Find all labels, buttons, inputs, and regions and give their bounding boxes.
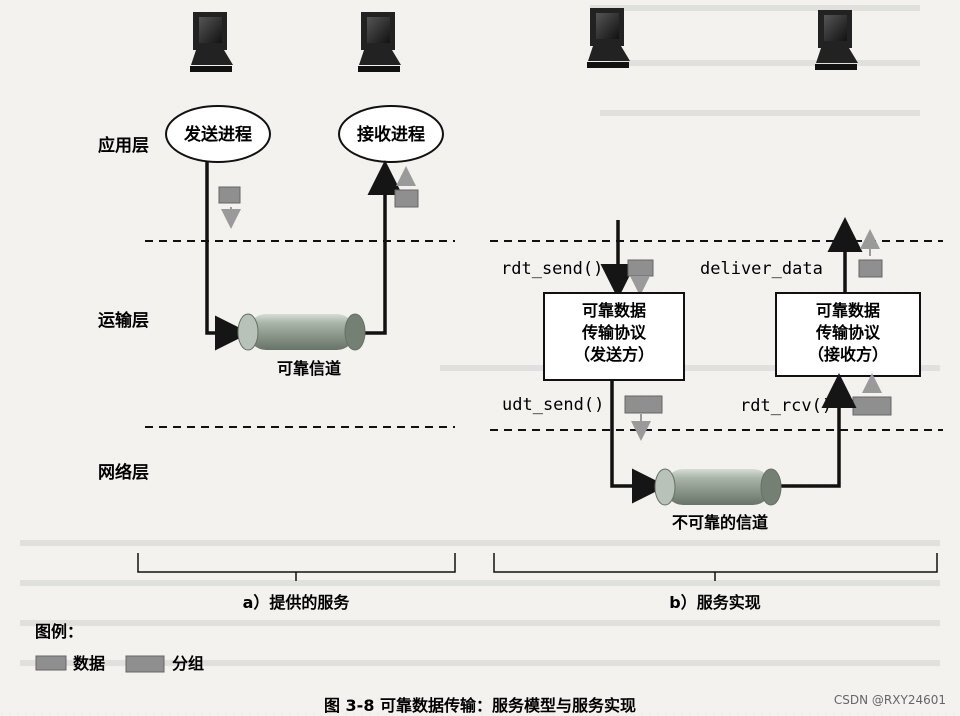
sender-process-ellipse: [165, 105, 271, 163]
sender-protocol-line-2: 传输协议: [581, 323, 647, 342]
receiver-protocol-box: [775, 292, 921, 377]
reliable-channel-label: 可靠信道: [277, 359, 341, 378]
computer-icon-receiver-b: [815, 10, 858, 70]
sender-process-label: 发送进程: [183, 124, 252, 145]
computer-icon-sender-b: [587, 8, 630, 68]
csdn-watermark: CSDN @RXY24601: [834, 693, 946, 707]
data-block-deliver: [858, 259, 883, 278]
unreliable-channel-label: 不可靠的信道: [672, 513, 768, 532]
receiver-protocol-line-2: 传输协议: [815, 323, 881, 342]
deliver-data-label: deliver_data: [700, 259, 823, 279]
panel-b-label: b）服务实现: [669, 593, 760, 612]
layer-label-application: 应用层: [98, 135, 149, 156]
figure-caption: 图 3-8 可靠数据传输：服务模型与服务实现: [324, 696, 636, 715]
legend-data-swatch: [35, 655, 67, 671]
legend-packet-label: 分组: [172, 654, 204, 673]
sender-protocol-line-1: 可靠数据: [582, 301, 646, 320]
rdt-rcv-label: rdt_rcv(): [740, 396, 832, 416]
data-block-sender-a: [218, 186, 241, 204]
packet-block-rdt-rcv: [852, 396, 892, 416]
legend-data-label: 数据: [73, 654, 105, 673]
sender-protocol-line-3: （发送方）: [574, 345, 654, 364]
receiver-process-label: 接收进程: [357, 124, 425, 145]
sender-protocol-box: [543, 292, 685, 381]
computer-icon-sender-a: [190, 12, 233, 72]
panel-a-label: a）提供的服务: [243, 593, 351, 612]
udt-send-label: udt_send(): [502, 395, 604, 415]
computer-icon-receiver-a: [358, 12, 401, 72]
reliable-channel-pipe: [237, 313, 366, 351]
service-send-path: [205, 162, 250, 351]
service-receive-path: [359, 160, 403, 335]
unreliable-channel-pipe: [654, 468, 782, 506]
rdt-rcv-path: [773, 373, 857, 488]
data-block-rdt-send: [627, 259, 654, 277]
legend-packet-swatch: [125, 655, 165, 673]
layer-label-network: 网络层: [98, 462, 149, 483]
rdt-send-label: rdt_send(): [501, 259, 603, 279]
receiver-protocol-line-1: 可靠数据: [816, 301, 880, 320]
packet-block-udt-send: [624, 395, 663, 414]
receiver-protocol-line-3: （接收方）: [808, 345, 888, 364]
udt-send-path: [610, 381, 667, 504]
legend-title: 图例：: [35, 622, 83, 641]
data-block-receiver-a: [394, 189, 419, 208]
paper-bleed-lines: [20, 5, 940, 666]
layer-label-transport: 运输层: [98, 310, 149, 331]
